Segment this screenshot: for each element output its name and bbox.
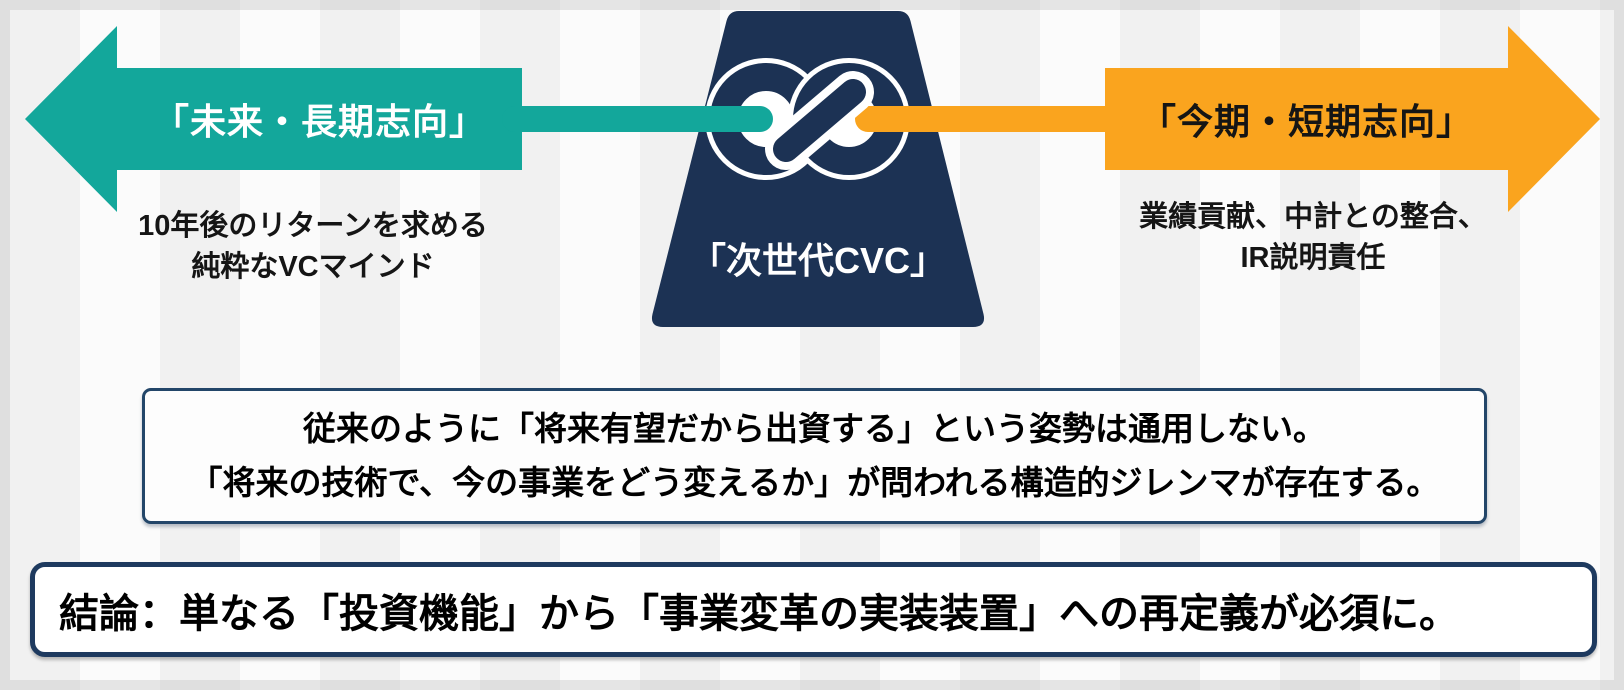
left-arrow-label: 「未来・長期志向」 — [152, 101, 486, 142]
dilemma-box: 従来のように「将来有望だから出資する」という姿勢は通用しない。 「将来の技術で、… — [142, 388, 1487, 524]
right-arrow-label: 「今期・短期志向」 — [1139, 101, 1473, 142]
left-arrow-caption: 10年後のリターンを求める 純粋なVCマインド — [63, 206, 563, 288]
left-caption-line1: 10年後のリターンを求める — [138, 210, 488, 242]
dilemma-line2: 「将来の技術で、今の事業をどう変えるか」が問われる構造的ジレンマが存在する。 — [189, 464, 1440, 501]
right-caption-line2: IR説明責任 — [1240, 242, 1386, 274]
center-cvc-label: 「次世代CVC」 — [689, 240, 946, 281]
conclusion-box: 結論：単なる「投資機能」から「事業変革の実装装置」への再定義が必須に。 — [30, 562, 1597, 657]
left-arrow-shape — [25, 26, 522, 212]
knot-cross-strand — [773, 79, 866, 162]
right-caption-line1: 業績貢献、中計との整合、 — [1139, 201, 1487, 233]
tension-diagram-graphic — [25, 11, 1600, 327]
right-arrow-shape — [1105, 26, 1600, 212]
left-caption-line2: 純粋なVCマインド — [191, 251, 435, 283]
right-arrow-caption: 業績貢献、中計との整合、 IR説明責任 — [1063, 197, 1563, 279]
conclusion-text: 結論：単なる「投資機能」から「事業変革の実装装置」への再定義が必須に。 — [59, 591, 1459, 636]
dilemma-line1: 従来のように「将来有望だから出資する」という姿勢は通用しない。 — [303, 410, 1326, 447]
